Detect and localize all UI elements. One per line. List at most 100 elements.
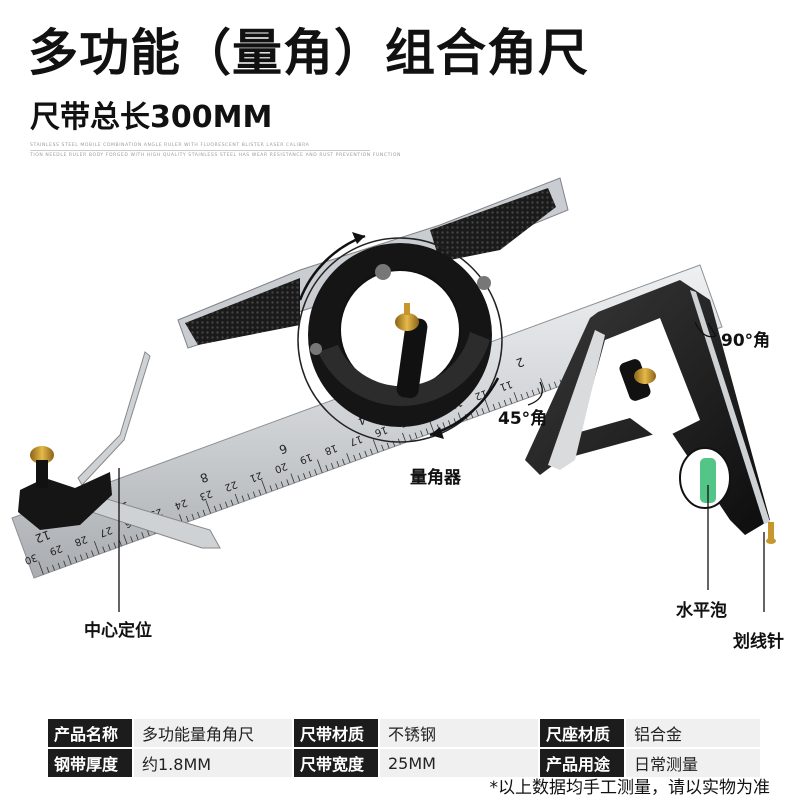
ruler-tick (513, 392, 518, 402)
ruler-tick (342, 458, 345, 465)
ruler-tick (241, 495, 245, 502)
ruler-tick (409, 434, 412, 441)
ruler-number: 11 (498, 378, 514, 393)
ruler-tick (57, 562, 61, 569)
ruler-tick (130, 536, 133, 543)
ruler-tick (531, 389, 535, 396)
ruler-tick (52, 564, 55, 571)
callout-protractor: 量角器 (410, 468, 461, 488)
ruler-tick (386, 442, 390, 449)
ruler-inch-number: 2 (514, 354, 526, 370)
ruler-tick (448, 420, 451, 427)
spec-label: 钢带厚度 (46, 747, 134, 779)
ruler-tick (230, 499, 234, 506)
center-head (18, 351, 221, 549)
ruler-tick (247, 493, 251, 500)
tagline-line-1: STAINLESS STEEL MOBILE COMBINATION ANGLE… (30, 143, 310, 148)
disclaimer-note: *以上数据均手工测量，请以实物为准 (489, 778, 771, 798)
ruler-tick (369, 448, 373, 455)
ruler-number: 29 (48, 542, 64, 557)
ruler-tick (219, 503, 223, 510)
ruler-number: 17 (348, 432, 364, 447)
ruler-tick (102, 546, 106, 553)
ruler-tick (258, 489, 262, 496)
page-title: 多功能（量角）组合角尺 (28, 24, 589, 82)
ruler-inch-number: 12 (33, 527, 52, 545)
ruler-tick (526, 391, 529, 398)
ruler-tick (425, 428, 429, 435)
ruler-tick (123, 534, 128, 545)
ruler-tick (93, 540, 100, 555)
ruler-tick (303, 473, 306, 480)
spec-value: 不锈钢 (378, 717, 540, 749)
ruler-tick (381, 444, 384, 451)
ruler-tick (308, 471, 312, 478)
ruler-tick (146, 530, 150, 537)
ruler-tick (38, 561, 44, 575)
ruler-tick (297, 475, 301, 482)
ruler-number: 19 (298, 451, 314, 466)
ruler-number: 27 (98, 524, 114, 539)
ruler-tick (290, 473, 295, 484)
tagline-line-2: TION NEEDLE RULER BODY FORGED WITH HIGH … (30, 153, 401, 158)
ruler-tick (224, 501, 228, 508)
ruler-tick (141, 532, 145, 539)
ruler-number: 22 (223, 478, 239, 493)
ruler-tick (119, 540, 122, 547)
divider (30, 150, 370, 151)
ruler-number: 30 (23, 551, 39, 566)
ruler-inch-number: 4 (356, 412, 368, 428)
ruler-tick (213, 505, 217, 512)
ruler-tick (358, 452, 362, 459)
ruler-tick (484, 398, 490, 412)
ruler-inch-number: 6 (277, 441, 289, 457)
protractor-head (177, 177, 569, 443)
ruler-tick (372, 439, 379, 453)
ruler-tick (317, 459, 323, 473)
spec-label: 产品名称 (46, 717, 134, 749)
ruler-tick (509, 397, 513, 404)
spec-row: 钢带厚度 约1.8MM 尺带宽度 25MM 产品用途 日常测量 (46, 747, 762, 779)
ruler-tick (330, 463, 334, 469)
ruler-tick (191, 513, 195, 520)
ruler-tick (346, 453, 351, 463)
spec-label: 产品用途 (538, 747, 626, 779)
ruler-number: 18 (323, 442, 339, 457)
ruler-tick (67, 554, 72, 565)
ruler-tick (113, 542, 117, 549)
spec-value: 25MM (378, 747, 540, 779)
ruler-tick (79, 554, 83, 561)
ruler-tick (498, 401, 502, 408)
ruler-tick (442, 422, 446, 429)
page-subtitle: 尺带总长300MM (30, 100, 273, 135)
callout-level-bubble: 水平泡 (676, 601, 727, 621)
ruler-number: 20 (273, 460, 289, 475)
callout-leaders (118, 321, 765, 612)
ruler-tick (414, 432, 418, 439)
ruler-tick (185, 515, 189, 522)
ruler-tick (252, 491, 256, 498)
ruler-tick (275, 483, 278, 490)
ruler-tick (475, 410, 479, 417)
ruler-tick (548, 383, 552, 390)
ruler-tick (336, 460, 340, 467)
ruler-tick (286, 479, 290, 486)
ruler-tick (503, 399, 507, 406)
ruler-tick (481, 408, 485, 414)
ruler-tick (197, 511, 200, 518)
callout-center-locator: 中心定位 (84, 621, 152, 641)
ruler-tick (269, 485, 273, 492)
spec-value: 铝合金 (624, 717, 762, 749)
ruler-tick (74, 556, 78, 563)
ruler-tick (135, 534, 139, 541)
ruler-tick (520, 393, 524, 400)
ruler-number: 23 (198, 487, 214, 502)
callout-90-degree: 90°角 (721, 331, 771, 351)
ruler-tick (63, 560, 67, 567)
ruler-tick (314, 469, 318, 476)
spec-label: 尺座材质 (538, 717, 626, 749)
spec-value: 多功能量角角尺 (132, 717, 294, 749)
callout-scriber: 划线针 (733, 632, 784, 652)
ruler-tick (325, 465, 329, 471)
